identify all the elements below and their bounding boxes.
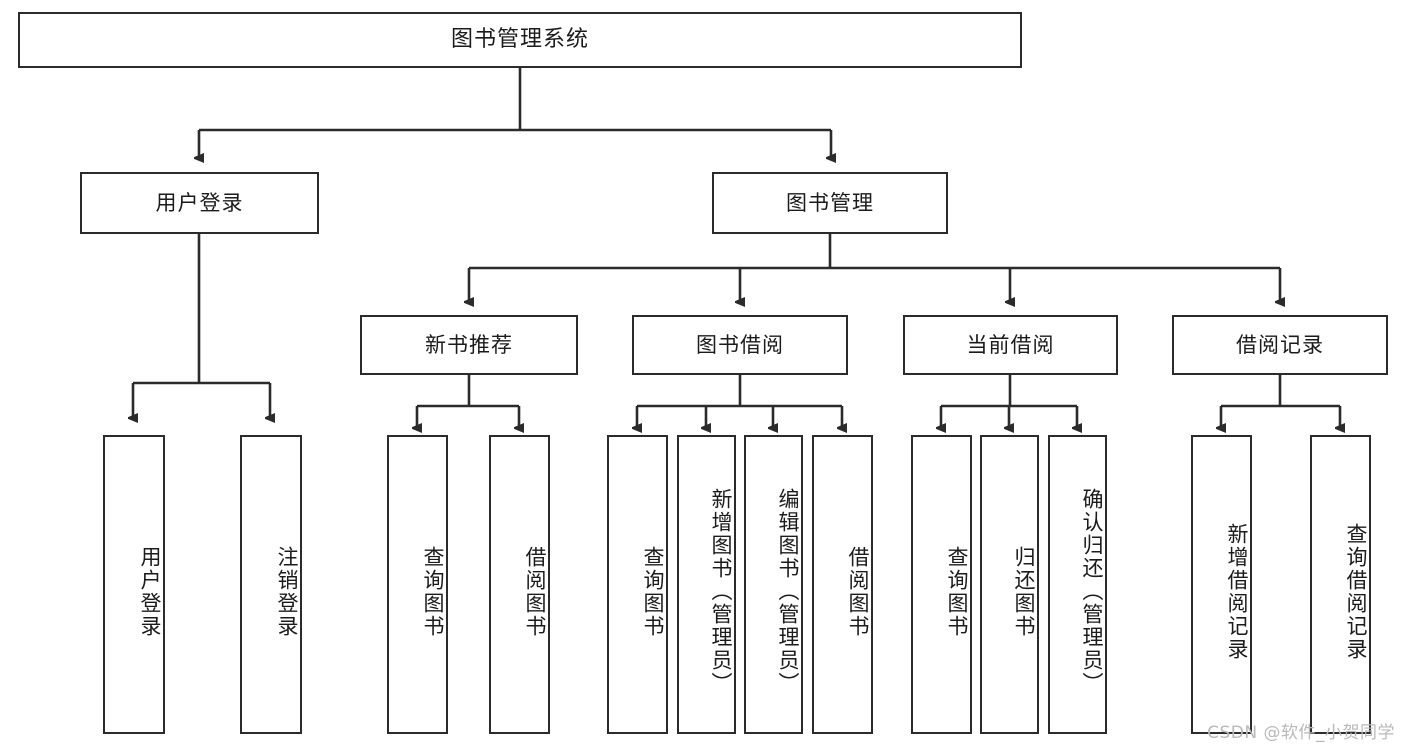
leaf-new-book-query[interactable]: 查询图书 [387, 435, 448, 734]
node-label: 借阅图书 [523, 545, 547, 638]
node-book-borrow[interactable]: 图书借阅 [632, 315, 848, 375]
node-label: 借阅图书 [846, 545, 870, 638]
node-label: 用户登录 [138, 545, 162, 638]
leaf-borrow-borrow-book[interactable]: 借阅图书 [812, 435, 873, 734]
node-label: 新增图书（管理员） [709, 488, 733, 695]
node-label: 图书借阅 [696, 332, 784, 357]
leaf-current-return-book[interactable]: 归还图书 [980, 435, 1039, 734]
leaf-borrow-add-book-admin[interactable]: 新增图书（管理员） [677, 435, 736, 734]
leaf-borrow-query-book[interactable]: 查询图书 [607, 435, 668, 734]
leaf-current-confirm-return-admin[interactable]: 确认归还（管理员） [1048, 435, 1107, 734]
node-label: 查询图书 [421, 545, 445, 638]
node-label: 查询图书 [945, 545, 969, 638]
node-borrow-record[interactable]: 借阅记录 [1172, 315, 1388, 375]
leaf-user-login-login[interactable]: 用户登录 [103, 435, 165, 734]
leaf-new-book-borrow[interactable]: 借阅图书 [489, 435, 550, 734]
node-label: 图书管理系统 [450, 27, 589, 53]
node-current-borrow[interactable]: 当前借阅 [903, 315, 1118, 375]
leaf-user-login-logout[interactable]: 注销登录 [240, 435, 302, 734]
leaf-record-query-record[interactable]: 查询借阅记录 [1310, 435, 1371, 734]
node-label: 确认归还（管理员） [1080, 488, 1104, 695]
node-root-system[interactable]: 图书管理系统 [18, 12, 1022, 68]
node-label: 新增借阅记录 [1225, 522, 1249, 661]
node-label: 查询借阅记录 [1344, 522, 1368, 661]
node-user-login[interactable]: 用户登录 [80, 172, 319, 234]
csdn-watermark: CSDN @软件_小贺同学 [1207, 723, 1395, 743]
node-label: 编辑图书（管理员） [776, 488, 800, 695]
node-label: 图书管理 [786, 190, 874, 215]
node-label: 当前借阅 [966, 332, 1055, 357]
leaf-borrow-edit-book-admin[interactable]: 编辑图书（管理员） [744, 435, 803, 734]
node-label: 新书推荐 [425, 332, 513, 357]
node-label: 查询图书 [641, 545, 665, 638]
node-label: 归还图书 [1012, 545, 1036, 638]
node-label: 用户登录 [155, 190, 244, 215]
node-book-management[interactable]: 图书管理 [712, 172, 948, 234]
leaf-record-add-record[interactable]: 新增借阅记录 [1191, 435, 1252, 734]
node-new-book-recommend[interactable]: 新书推荐 [360, 315, 578, 375]
leaf-current-query-book[interactable]: 查询图书 [911, 435, 972, 734]
node-label: 注销登录 [275, 545, 299, 638]
node-label: 借阅记录 [1236, 332, 1324, 357]
